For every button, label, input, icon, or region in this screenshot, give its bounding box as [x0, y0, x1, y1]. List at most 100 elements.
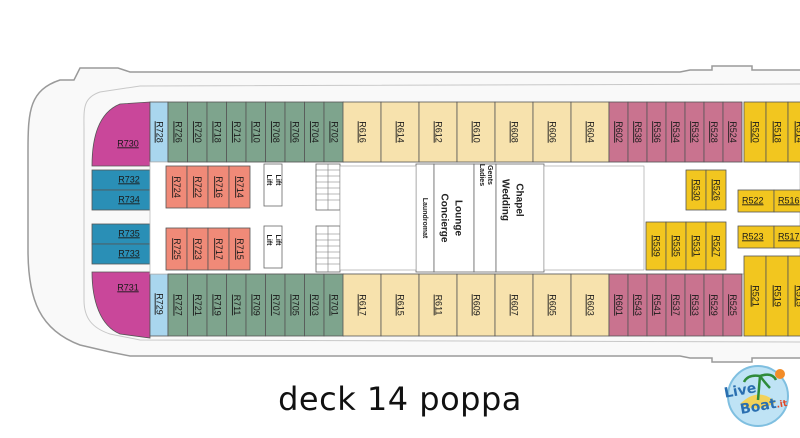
- cabin-label-r614: R614: [396, 121, 406, 143]
- cabin-cream-r610: [456, 101, 496, 163]
- cabin-label-r718: R718: [212, 121, 222, 143]
- logo-island: [740, 394, 776, 409]
- cabin-yellow-r517: [773, 225, 800, 249]
- lift-label-2: Lift: [274, 175, 281, 187]
- cabin-label-r606: R606: [548, 121, 558, 143]
- cabin-label-r612: R612: [434, 121, 444, 143]
- cabin-label-r531: R531: [692, 235, 702, 257]
- cabin-label-r711: R711: [232, 295, 242, 316]
- cabin-label-r610: R610: [472, 121, 482, 143]
- concierge-label-line2: Lounge: [452, 200, 463, 237]
- cabin-label-r723: R723: [193, 238, 203, 260]
- cabin-label-r523: R523: [742, 231, 764, 241]
- cabin-label-r603: R603: [586, 294, 596, 316]
- cabin-cream-r604: [570, 101, 610, 163]
- deck-caption: deck 14 poppa: [278, 380, 522, 418]
- cabin-cream-r606: [532, 101, 572, 163]
- cabin-label-r701: R701: [329, 294, 339, 316]
- cabin-label-r728: R728: [155, 121, 165, 143]
- liveboat-logo: [727, 365, 789, 427]
- lift-label-3: Lift: [265, 235, 272, 247]
- cabin-label-r607: R607: [510, 294, 520, 316]
- cabin-block-magenta-top: [91, 101, 151, 167]
- cabin-label-r605: R605: [548, 294, 558, 316]
- cabin-label-r601: R601: [614, 294, 624, 316]
- cabin-label-r721: R721: [193, 294, 203, 316]
- cabin-mauve-r525: [722, 273, 743, 337]
- wedding-label-line2: Chapel: [513, 183, 524, 217]
- cabin-label-r514: R514: [795, 121, 800, 143]
- cabin-label-r539: R539: [652, 235, 662, 257]
- cabin-label-r532: R532: [690, 121, 700, 143]
- cabin-label-r727: R727: [173, 294, 183, 316]
- cabin-label-r703: R703: [310, 294, 320, 316]
- cabin-label-r517: R517: [778, 231, 800, 241]
- cabin-label-r704: R704: [310, 121, 320, 143]
- cabin-label-r730: R730: [117, 138, 139, 148]
- cabin-label-r617: R617: [358, 294, 368, 316]
- cabin-label-r733: R733: [118, 248, 140, 258]
- cabin-label-r734: R734: [118, 194, 140, 204]
- cabin-label-r535: R535: [672, 235, 682, 257]
- cabin-label-r518: R518: [773, 121, 783, 143]
- lift-label-1: Lift: [265, 175, 272, 187]
- logo-palm: [742, 373, 778, 401]
- cabin-label-r712: R712: [232, 121, 242, 143]
- cabin-label-r609: R609: [472, 294, 482, 316]
- cabin-label-r726: R726: [173, 121, 183, 143]
- cabin-label-r714: R714: [235, 176, 245, 198]
- aft-lobby-right: [543, 165, 645, 271]
- cabin-label-r534: R534: [671, 121, 681, 143]
- lift-block-top: [263, 163, 283, 207]
- lift-block-bottom: [263, 225, 283, 269]
- concierge-label-line1: Concierge: [438, 194, 449, 243]
- cabin-label-r537: R537: [671, 294, 681, 316]
- cabin-label-r724: R724: [172, 176, 182, 198]
- cabin-label-r516: R516: [778, 195, 800, 205]
- cabin-label-r729: R729: [155, 293, 165, 315]
- cabins-layer: [165, 101, 800, 337]
- cabin-label-r520: R520: [751, 121, 761, 143]
- cabin-label-r708: R708: [271, 121, 281, 143]
- cabin-label-r543: R543: [633, 294, 643, 316]
- cabin-label-r732: R732: [118, 174, 140, 184]
- cabin-label-r604: R604: [586, 121, 596, 143]
- concierge-room: [433, 163, 475, 273]
- cabin-label-r524: R524: [728, 121, 738, 143]
- cabin-label-r716: R716: [214, 176, 224, 198]
- cabin-label-r526: R526: [712, 179, 722, 201]
- chapel-room: [495, 163, 545, 273]
- cabin-label-r527: R527: [712, 235, 722, 257]
- cabin-label-r725: R725: [172, 238, 182, 260]
- cabin-salmon-r715: [228, 227, 251, 271]
- cabin-cream-r603: [570, 273, 610, 337]
- cabin-label-r608: R608: [510, 121, 520, 143]
- wedding-label-line1: Wedding: [499, 179, 510, 221]
- cabin-label-r611: R611: [434, 295, 444, 316]
- cabin-label-r715: R715: [235, 238, 245, 260]
- logo-sun: [775, 369, 785, 379]
- cabin-label-r615: R615: [396, 294, 406, 316]
- cabin-salmon-r714: [228, 165, 251, 209]
- cabin-cream-r608: [494, 101, 534, 163]
- aft-lobby-left: [339, 165, 417, 271]
- cabin-label-r519: R519: [773, 285, 783, 307]
- restroom-label-line1: Ladies: [478, 164, 485, 186]
- cabin-label-r528: R528: [709, 121, 719, 143]
- cabin-cream-r607: [494, 273, 534, 337]
- cabin-yellow-r527: [705, 221, 727, 271]
- cabin-mauve-r524: [722, 101, 743, 163]
- cabin-cream-r609: [456, 273, 496, 337]
- cabin-yellow-r526: [705, 169, 727, 211]
- logo-text-suffix: .it: [775, 398, 789, 411]
- cabin-yellow-r514: [787, 101, 800, 163]
- cabin-label-r717: R717: [214, 238, 224, 260]
- cabin-label-r521: R521: [751, 285, 761, 307]
- cabin-label-r530: R530: [692, 179, 702, 201]
- cabin-label-r706: R706: [290, 121, 300, 143]
- cabin-label-r720: R720: [193, 121, 203, 143]
- lift-label-4: Lift: [274, 235, 281, 247]
- cabin-label-r536: R536: [652, 121, 662, 143]
